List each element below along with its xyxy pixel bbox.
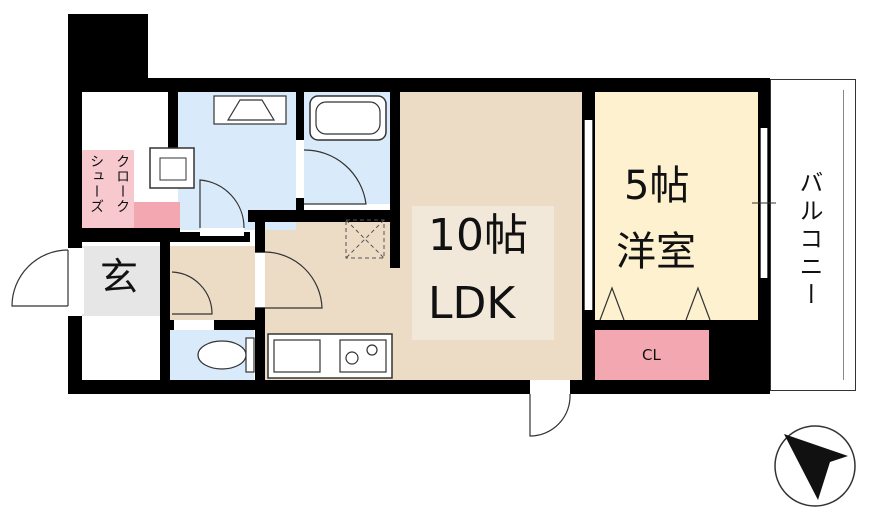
hall-door-gap: [255, 252, 265, 308]
wall-washroom-west: [168, 78, 178, 150]
washroom-door-swing: [199, 179, 245, 229]
entrance-floor: [82, 246, 160, 316]
ldk-floor: [400, 92, 582, 382]
ldk-size-label: 10帖: [428, 210, 528, 261]
toilet-door-gap: [174, 320, 214, 330]
closet-door-right: [685, 286, 711, 321]
wall-closet-east: [709, 320, 758, 394]
entrance-door-swing: [11, 249, 69, 307]
western-sliding-door: [584, 120, 593, 310]
balcony-inner-line: [770, 90, 844, 380]
washroom-door-gap: [200, 228, 244, 236]
washing-machine: [149, 147, 195, 189]
shoe-closet-floor: [82, 150, 134, 228]
wall-washroom-south: [248, 210, 398, 222]
wall-closet-north: [595, 320, 719, 330]
ldk-label-box: [412, 206, 554, 340]
closet-label: CL: [642, 346, 661, 364]
bath-door-swing: [303, 149, 367, 205]
bath-door-gap: [296, 140, 304, 198]
balcony-outline: [770, 79, 856, 391]
wall-west-lower: [68, 316, 82, 394]
western-room-floor: [595, 92, 758, 320]
hall-door-swing: [264, 251, 323, 309]
wall-north-tower: [68, 14, 148, 80]
balcony-label: バルコニー: [795, 170, 823, 310]
entrance-label: 玄: [100, 255, 139, 299]
western-type-label: 洋室: [616, 229, 696, 275]
ldk-type-label: LDK: [428, 278, 516, 329]
entrance-door-gap: [66, 248, 84, 314]
wall-bath-east: [390, 78, 400, 268]
ceiling-storage: [345, 219, 385, 259]
front-door-swing: [529, 393, 571, 437]
toilet-bowl: [197, 340, 247, 370]
wall-shoe-south: [82, 228, 180, 242]
inner-door-swing: [171, 271, 213, 315]
shoe-closet-pink: [134, 202, 180, 228]
closet-floor: [595, 330, 709, 382]
north-arrow-icon: [774, 425, 856, 507]
closet-door-left: [599, 286, 625, 321]
hall-floor: [170, 246, 265, 320]
toilet-tank: [245, 337, 255, 373]
bathtub: [309, 95, 387, 141]
ldk-front-door-gap: [530, 380, 570, 394]
kitchen-sink: [273, 339, 321, 373]
shoe-closet-label-1: クローク: [114, 154, 131, 214]
shoe-closet-label-2: シューズ: [88, 154, 105, 214]
kitchen-stove: [339, 339, 387, 373]
wall-hall-north: [170, 232, 250, 242]
western-size-label: 5帖: [624, 163, 690, 209]
wall-entrance-east: [160, 242, 170, 382]
wall-west-upper: [68, 78, 82, 248]
